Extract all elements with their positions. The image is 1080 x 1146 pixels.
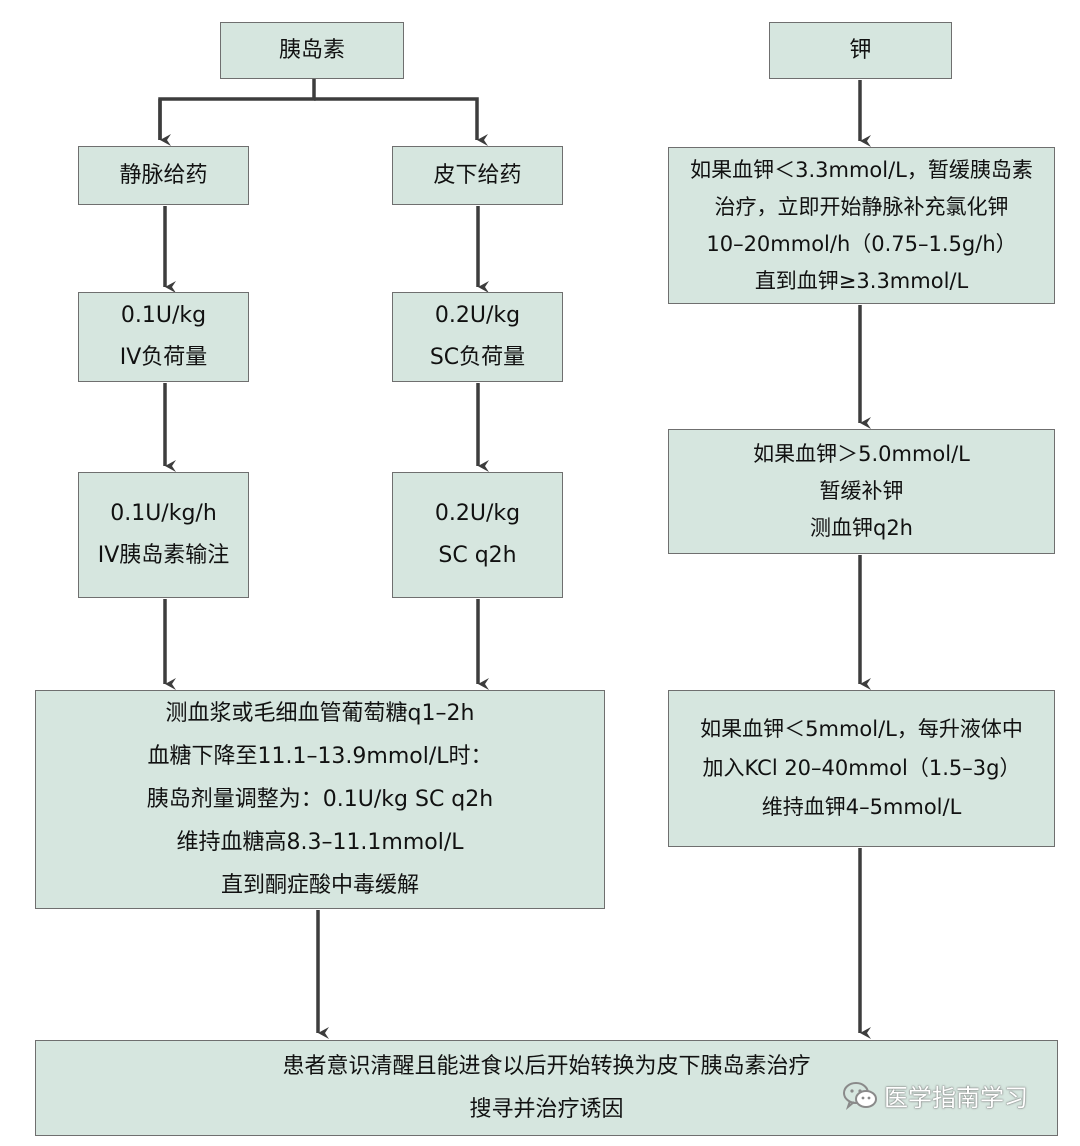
final-step-box: 患者意识清醒且能进食以后开始转换为皮下胰岛素治疗 搜寻并治疗诱因 [35, 1040, 1058, 1136]
iv-route-label: 静脉给药 [119, 162, 208, 188]
monitor-line-1: 测血浆或毛细血管葡萄糖q1–2h [165, 700, 475, 726]
k-low-line-1: 如果血钾＜3.3mmol/L，暂缓胰岛素 [690, 157, 1033, 182]
watermark-text: 医学指南学习 [884, 1084, 1028, 1112]
monitor-line-2: 血糖下降至11.1–13.9mmol/L时： [147, 743, 493, 769]
potassium-mid-box: 如果血钾＜5mmol/L，每升液体中 加入KCl 20–40mmol（1.5–3… [668, 690, 1055, 847]
potassium-low-box: 如果血钾＜3.3mmol/L，暂缓胰岛素 治疗，立即开始静脉补充氯化钾 10–2… [668, 147, 1055, 304]
final-line-1: 患者意识清醒且能进食以后开始转换为皮下胰岛素治疗 [282, 1053, 811, 1079]
iv-infusion-dose: 0.1U/kg/h [110, 501, 217, 526]
potassium-high-box: 如果血钾＞5.0mmol/L 暂缓补钾 测血钾q2h [668, 429, 1055, 554]
glucose-monitor-box: 测血浆或毛细血管葡萄糖q1–2h 血糖下降至11.1–13.9mmol/L时： … [35, 690, 605, 909]
iv-infusion-box: 0.1U/kg/h IV胰岛素输注 [78, 472, 249, 598]
sc-load-box: 0.2U/kg SC负荷量 [392, 292, 563, 382]
k-mid-line-1: 如果血钾＜5mmol/L，每升液体中 [700, 717, 1023, 741]
k-mid-line-3: 维持血钾4–5mmol/L [761, 795, 962, 819]
monitor-line-5: 直到酮症酸中毒缓解 [220, 872, 419, 898]
k-low-line-3: 10–20mmol/h（0.75–1.5g/h） [706, 231, 1017, 256]
iv-load-dose: 0.1U/kg [120, 303, 207, 328]
connector-insulin-split-right [314, 97, 488, 146]
insulin-title-box: 胰岛素 [220, 22, 404, 79]
k-low-line-2: 治疗，立即开始静脉补充氯化钾 [714, 194, 1009, 219]
wechat-icon [843, 1081, 877, 1110]
sc-maint-label: SC q2h [438, 543, 517, 568]
sc-route-label: 皮下给药 [433, 162, 522, 188]
sc-load-dose: 0.2U/kg [434, 303, 521, 328]
k-high-line-2: 暂缓补钾 [819, 479, 904, 503]
monitor-line-3: 胰岛剂量调整为：0.1U/kg SC q2h [146, 786, 494, 812]
iv-route-box: 静脉给药 [78, 146, 249, 205]
final-line-2: 搜寻并治疗诱因 [469, 1096, 624, 1122]
sc-maint-dose: 0.2U/kg [434, 501, 521, 526]
connector-insulin-split [158, 79, 316, 140]
potassium-title-box: 钾 [769, 22, 952, 79]
k-mid-line-2: 加入KCl 20–40mmol（1.5–3g） [702, 756, 1021, 780]
k-high-line-3: 测血钾q2h [809, 516, 913, 540]
monitor-line-4: 维持血糖高8.3–11.1mmol/L [176, 829, 464, 855]
sc-route-box: 皮下给药 [392, 146, 563, 205]
insulin-title: 胰岛素 [278, 37, 345, 63]
sc-load-label: SC负荷量 [429, 345, 526, 370]
watermark: 医学指南学习 [842, 1078, 1028, 1113]
iv-load-box: 0.1U/kg IV负荷量 [78, 292, 249, 382]
k-high-line-1: 如果血钾＞5.0mmol/L [753, 442, 970, 466]
iv-infusion-label: IV胰岛素输注 [97, 543, 230, 568]
k-low-line-4: 直到血钾≥3.3mmol/L [754, 268, 969, 293]
potassium-title: 钾 [849, 37, 872, 63]
iv-load-label: IV负荷量 [119, 345, 208, 370]
sc-maint-box: 0.2U/kg SC q2h [392, 472, 563, 598]
